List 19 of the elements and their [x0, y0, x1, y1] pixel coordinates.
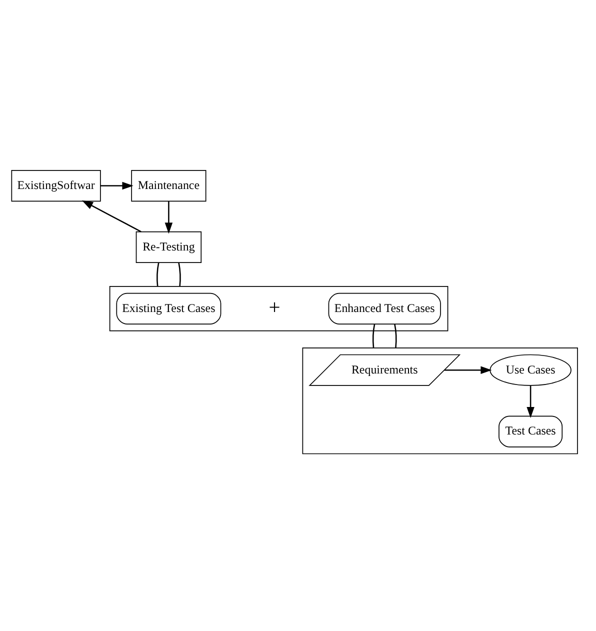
arrow: [444, 366, 492, 374]
node-box: Enhanced Test Cases: [328, 292, 441, 324]
node-ellipse: Use Cases: [490, 354, 572, 386]
arrow: [526, 386, 534, 418]
cluster: [109, 286, 448, 332]
connector: [372, 324, 376, 348]
label: +: [268, 296, 280, 319]
connector: [156, 262, 160, 287]
node-box: Existing Test Cases: [116, 292, 222, 324]
node-box: ExistingSoftwar: [11, 170, 101, 202]
arrow: [82, 200, 142, 232]
node-box: Maintenance: [131, 170, 206, 202]
connector: [394, 324, 397, 348]
arrow: [100, 182, 134, 190]
arrow: [164, 201, 173, 234]
cluster: [302, 348, 578, 454]
connector: [178, 262, 181, 287]
node-box: Re-Testing: [136, 231, 202, 264]
node-box: Test Cases: [498, 416, 563, 448]
